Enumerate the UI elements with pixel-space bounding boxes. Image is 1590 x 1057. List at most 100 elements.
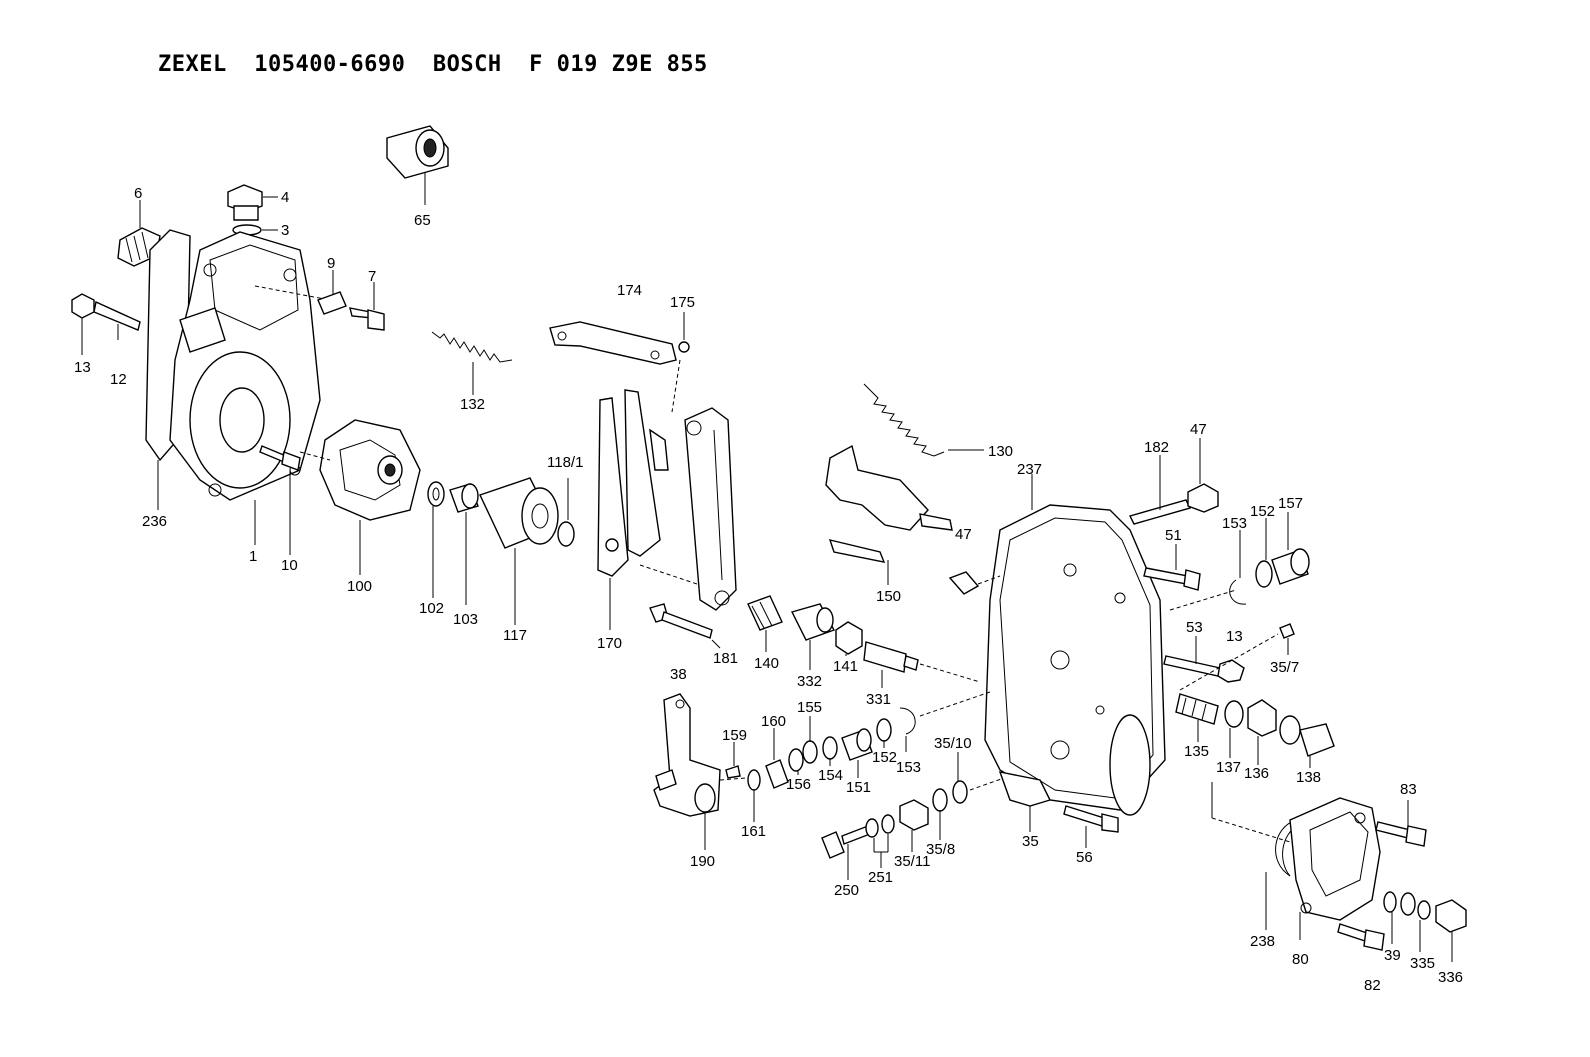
callout-80: 80 — [1292, 951, 1309, 968]
part-4-plug — [227, 184, 278, 236]
callout-3: 3 — [281, 222, 289, 239]
part-152-o-ring — [1255, 518, 1273, 588]
part-35-bracket — [998, 771, 1051, 832]
callout-170: 170 — [597, 635, 622, 652]
callout-159: 159 — [722, 727, 747, 744]
part-47-plug-b — [948, 571, 1001, 595]
part-182-pin — [1128, 455, 1192, 525]
callout-153b: 153 — [896, 759, 921, 776]
callout-4: 4 — [281, 189, 289, 206]
part-331-screw — [863, 641, 981, 688]
part-157-plug — [1169, 512, 1310, 611]
callout-238: 238 — [1250, 933, 1275, 950]
callout-13b: 13 — [1226, 628, 1243, 645]
part-102-washer — [427, 481, 445, 598]
part-153-circlip — [1229, 530, 1247, 605]
callout-236: 236 — [142, 513, 167, 530]
callout-82: 82 — [1364, 977, 1381, 994]
callout-157: 157 — [1278, 495, 1303, 512]
part-138-cap — [1279, 715, 1335, 768]
part-150-lever — [825, 444, 953, 585]
part-13-nut-12-stud — [71, 293, 141, 355]
part-137-washer — [1224, 700, 1244, 758]
part-156-washer — [788, 748, 804, 775]
part-250-bolt — [821, 825, 871, 880]
part-136-nut — [1247, 699, 1277, 765]
part-39-washer — [1383, 891, 1397, 944]
part-117-sleeve — [479, 477, 559, 625]
part-336-cap-nut — [1435, 899, 1467, 962]
part-160-sleeve — [765, 728, 789, 789]
callout-1: 1 — [249, 548, 257, 565]
part-83-screw — [1375, 800, 1427, 847]
callout-161: 161 — [741, 823, 766, 840]
callout-237: 237 — [1017, 461, 1042, 478]
part-154-washer — [822, 736, 838, 766]
callout-130: 130 — [988, 443, 1013, 460]
callout-102: 102 — [419, 600, 444, 617]
part-251-washers — [865, 814, 895, 868]
callout-190: 190 — [690, 853, 715, 870]
callout-155: 155 — [797, 699, 822, 716]
diagram-title: ZEXEL 105400-6690 BOSCH F 019 Z9E 855 — [158, 52, 708, 77]
part-141-nut — [835, 621, 863, 656]
callout-35: 35 — [1022, 833, 1039, 850]
callout-135: 135 — [1184, 743, 1209, 760]
callout-13: 13 — [74, 359, 91, 376]
part-332-nut — [790, 603, 836, 670]
part-161-washer — [747, 769, 761, 822]
callout-140: 140 — [754, 655, 779, 672]
callout-152b: 152 — [872, 749, 897, 766]
part-floating-lever — [684, 407, 737, 611]
callout-12: 12 — [110, 371, 127, 388]
callout-6: 6 — [134, 185, 142, 202]
callout-35-8: 35/8 — [926, 841, 955, 858]
callout-150: 150 — [876, 588, 901, 605]
part-10-screw — [259, 445, 301, 555]
callout-10: 10 — [281, 557, 298, 574]
callout-251: 251 — [868, 869, 893, 886]
part-65-nut — [386, 125, 449, 205]
part-153-circlip-b — [899, 691, 991, 752]
part-140-spring-screw — [747, 595, 783, 652]
part-135-spring-screw — [1175, 693, 1219, 742]
callout-47a: 47 — [955, 526, 972, 543]
callout-100: 100 — [347, 578, 372, 595]
callout-35-11: 35/11 — [894, 853, 930, 870]
callout-160: 160 — [761, 713, 786, 730]
callout-83: 83 — [1400, 781, 1417, 798]
callout-53: 53 — [1186, 619, 1203, 636]
callout-9: 9 — [327, 255, 335, 272]
part-35-8-washer — [932, 788, 948, 840]
part-155-washer — [802, 716, 818, 764]
part-170-control-lever — [597, 389, 701, 630]
callout-156: 156 — [786, 776, 811, 793]
callout-35-7: 35/7 — [1270, 659, 1299, 676]
callout-138: 138 — [1296, 769, 1321, 786]
callout-153a: 153 — [1222, 515, 1247, 532]
callout-38: 38 — [670, 666, 687, 683]
part-9-plate — [317, 270, 385, 331]
callout-335: 335 — [1410, 955, 1435, 972]
callout-152a: 152 — [1250, 503, 1275, 520]
part-100-flyweight — [299, 419, 421, 575]
part-56-bolt — [1063, 805, 1119, 848]
callout-137: 137 — [1216, 759, 1241, 776]
part-132-spring — [431, 331, 513, 395]
callout-117: 117 — [503, 627, 527, 644]
part-53-stud — [1163, 636, 1245, 683]
part-159-key — [725, 742, 741, 779]
part-80-cover — [1289, 797, 1381, 940]
callout-39: 39 — [1384, 947, 1401, 964]
callout-332: 332 — [797, 673, 822, 690]
callout-56: 56 — [1076, 849, 1093, 866]
callout-136: 136 — [1244, 765, 1269, 782]
callout-47b: 47 — [1190, 421, 1207, 438]
callout-154: 154 — [818, 767, 843, 784]
callout-182: 182 — [1144, 439, 1169, 456]
callout-118-1: 118/1 — [547, 454, 583, 471]
callout-103: 103 — [453, 611, 478, 628]
part-174-lever — [549, 312, 690, 413]
callout-250: 250 — [834, 882, 859, 899]
